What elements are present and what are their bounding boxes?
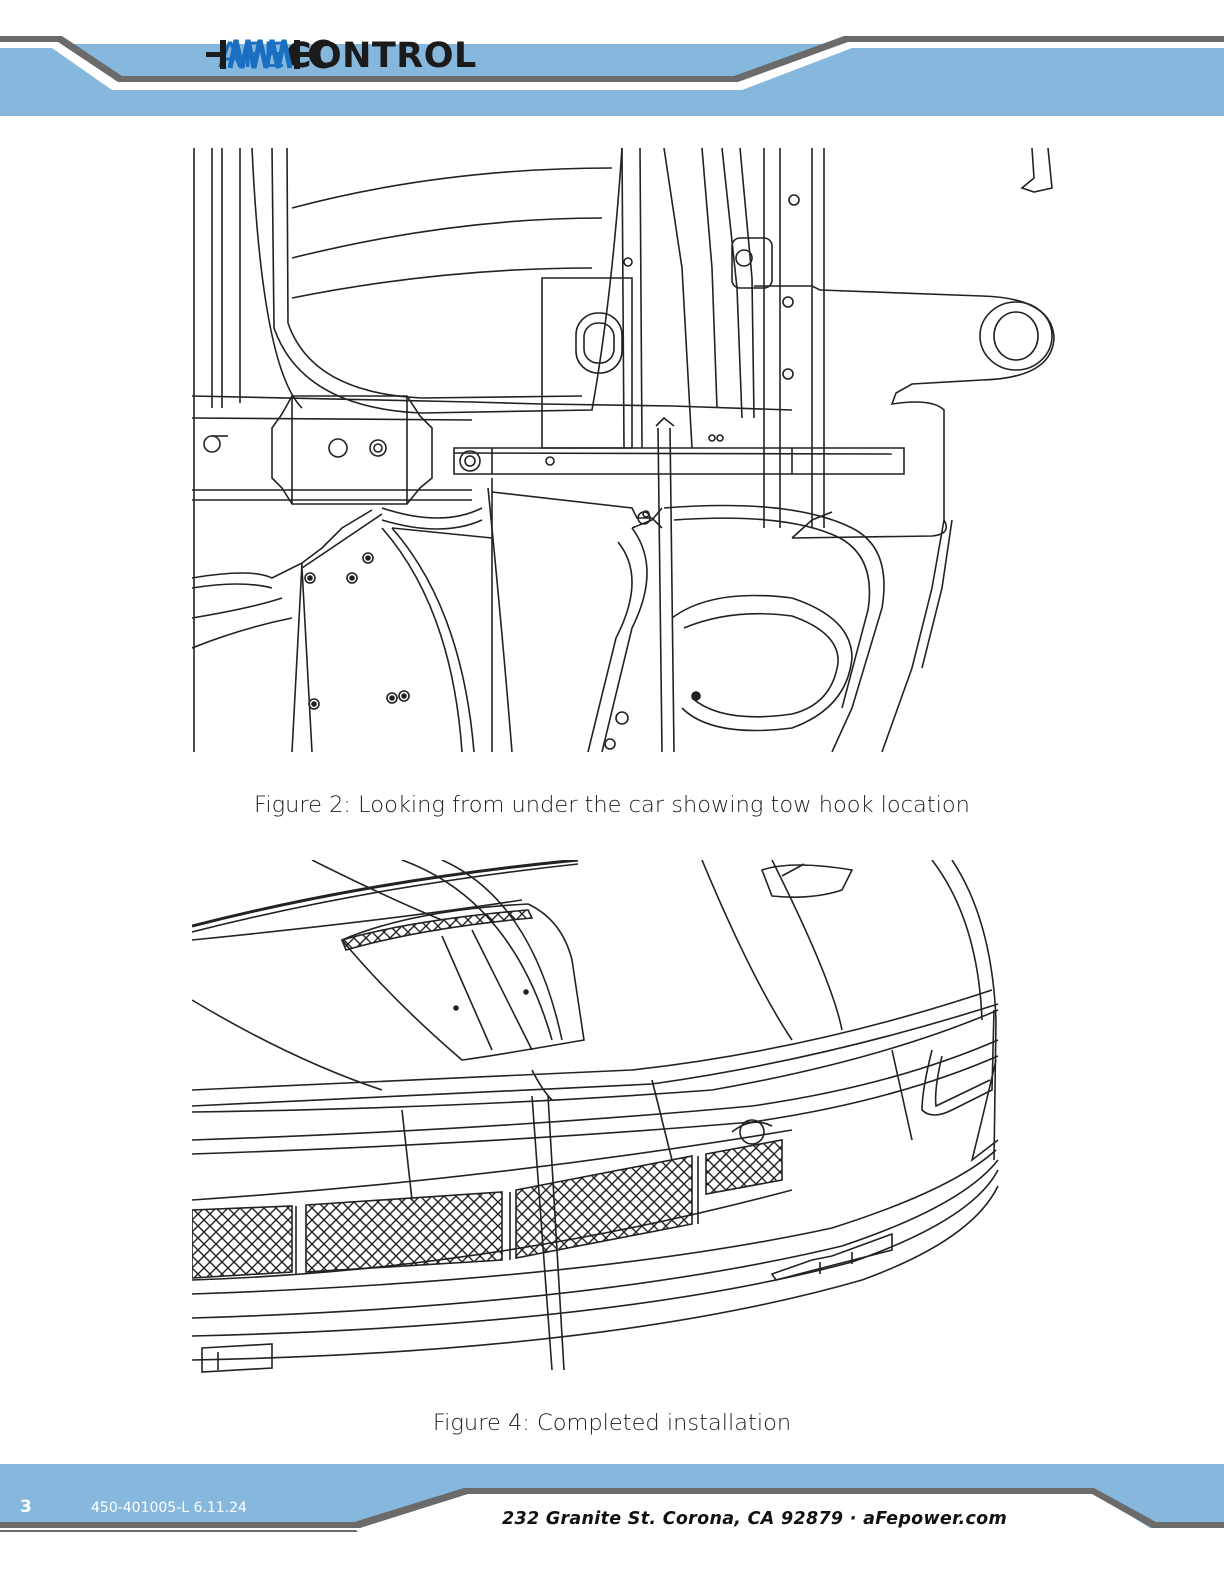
figure-2-caption: Figure 2: Looking from under the car sho…	[254, 792, 970, 818]
afe-control-logo-icon	[206, 39, 332, 69]
figure-4-caption: Figure 4: Completed installation	[432, 1410, 792, 1436]
figure-4-image	[192, 860, 1004, 1382]
brand-logo: AFECONTROL	[206, 34, 477, 78]
page-number: 3	[20, 1497, 32, 1517]
footer-band	[0, 1464, 1224, 1538]
page-footer: 3 450-401005-L 6.11.24 232 Granite St. C…	[0, 1464, 1224, 1584]
document-code: 450-401005-L 6.11.24	[91, 1500, 247, 1516]
page-header: AFECONTROL	[0, 0, 1224, 120]
tow-hook-underside-drawing	[192, 148, 1055, 752]
figure-2-image	[192, 148, 1064, 752]
header-band	[0, 36, 1224, 116]
completed-installation-drawing	[192, 860, 999, 1373]
company-address: 232 Granite St. Corona, CA 92879 · aFepo…	[502, 1509, 1008, 1529]
